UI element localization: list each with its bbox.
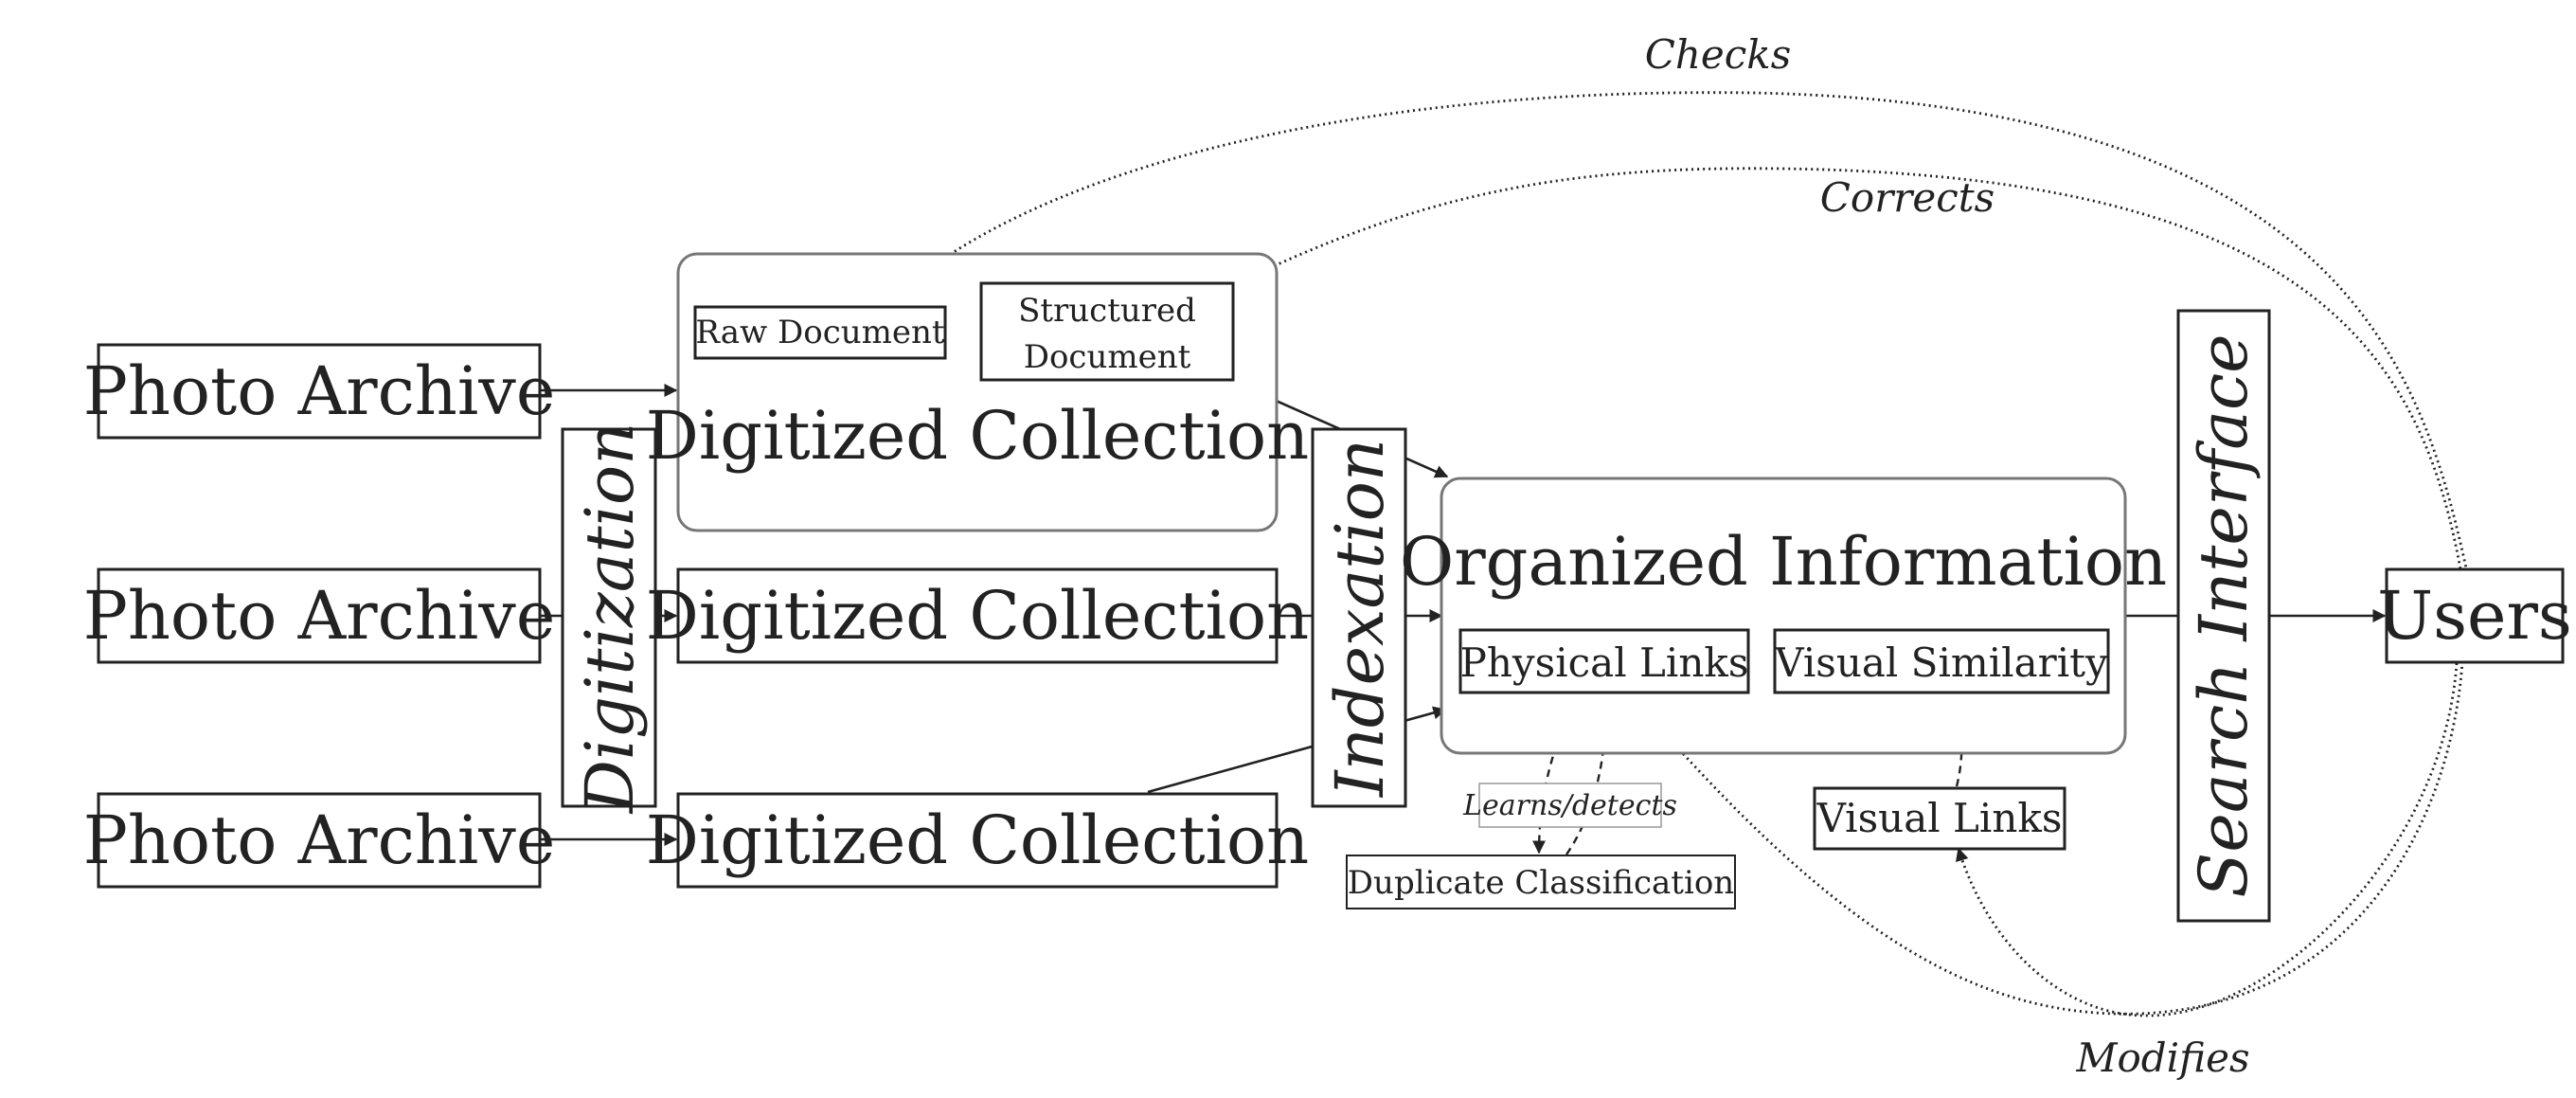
digitized-collection-3-label: Digitized Collection [646,801,1309,879]
raw-document: Raw Document [693,305,947,360]
photo-archive-2-label: Photo Archive [83,577,556,655]
photo-archive-3: Photo Archive [83,792,556,889]
duplicate-classification: Duplicate Classification [1346,855,1736,909]
modifies-label: Modifies [2075,1035,2249,1081]
corrects-label: Corrects [1820,174,1995,221]
photo-archive-2: Photo Archive [83,567,556,664]
photo-archive-3-label: Photo Archive [83,801,556,879]
digitized-collection-3: Digitized Collection [646,792,1309,889]
organized-information: Organized Information Physical Links Vis… [1400,477,2167,755]
duplicate-classification-label: Duplicate Classification [1348,864,1734,902]
visual-links: Visual Links [1813,786,2066,851]
search-interface-label: Search Interface [2185,333,2263,897]
indexation-label: Indexation [1321,439,1399,799]
digitized-collection-2-label: Digitized Collection [646,577,1309,655]
learns-detects-label-box: Learns/detects [1462,783,1677,828]
digitized-collection-1: Raw Document Structured Document Digitiz… [646,252,1309,532]
learns-detects-label: Learns/detects [1462,789,1677,822]
organized-information-title: Organized Information [1400,523,2167,601]
structured-document-label-line1: Structured [1018,292,1196,330]
visual-similarity-label: Visual Similarity [1774,639,2108,686]
digitized-collection-2: Digitized Collection [646,567,1309,664]
edge-checks [886,91,2469,573]
physical-links: Physical Links [1458,628,1750,694]
visual-similarity: Visual Similarity [1773,628,2110,694]
users-label: Users [2377,577,2572,655]
digitization-label: Digitization [571,423,649,816]
structured-document-label-line2: Document [1024,338,1191,376]
digitized-collection-1-label: Digitized Collection [646,397,1309,475]
checks-label: Checks [1645,31,1792,78]
photo-archive-1-label: Photo Archive [83,352,556,430]
structured-document: Structured Document [979,281,1235,382]
search-interface-stage: Search Interface [2176,309,2271,923]
edge-modifies-visual [1956,662,2459,1017]
digitization-stage: Digitization [561,423,657,816]
users: Users [2377,567,2572,664]
indexation-stage: Indexation [1311,427,1407,808]
photo-archive-1: Photo Archive [83,343,556,440]
raw-document-label: Raw Document [695,314,944,351]
physical-links-label: Physical Links [1460,639,1749,686]
visual-links-label: Visual Links [1816,795,2063,841]
